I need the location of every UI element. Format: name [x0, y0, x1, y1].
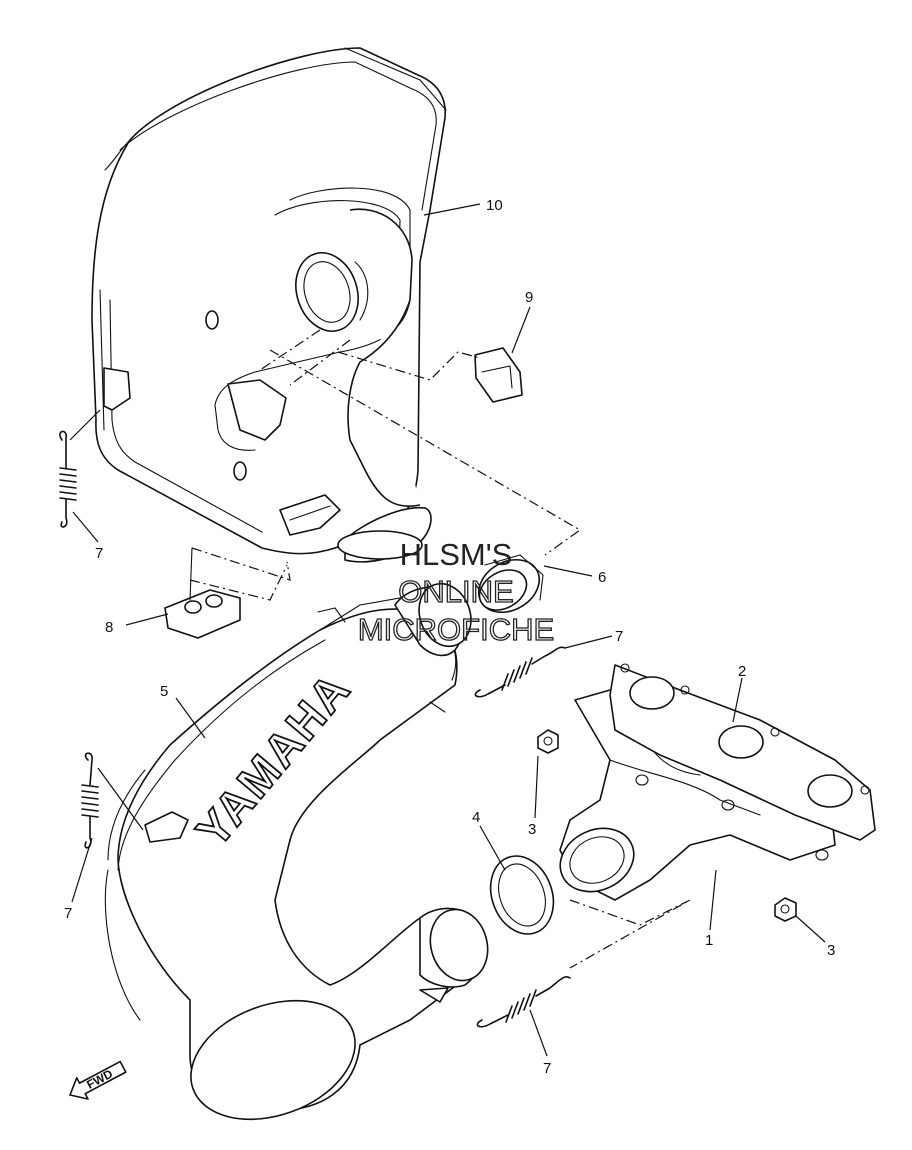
- spring-part-7-lower-left: [81, 752, 99, 849]
- spring-part-7-upper-left: [59, 430, 77, 528]
- assembly-lines: [189, 329, 691, 969]
- callout-labels: 10 9 7 6 8 7 5 2 3 4 7 1 3 7: [64, 197, 835, 1077]
- nut-part-3-b: [774, 897, 797, 922]
- callout-4: 4: [472, 809, 480, 826]
- silencer-box: [91, 47, 447, 563]
- spring-part-7-bottom: [476, 975, 571, 1028]
- callout-7: 7: [64, 905, 72, 922]
- callout-1: 1: [705, 932, 713, 949]
- callout-8: 8: [105, 619, 113, 636]
- callout-6: 6: [598, 569, 606, 586]
- leader-lines: [69, 203, 826, 1057]
- exhaust-manifold-part-1: [559, 689, 836, 901]
- fwd-arrow-icon: FWD: [69, 1060, 127, 1100]
- watermark-line-2: ONLINE: [398, 574, 513, 609]
- callout-9: 9: [525, 289, 533, 306]
- watermark-line-1: HLSM'S: [400, 537, 513, 572]
- gasket-part-2: [609, 663, 876, 841]
- callout-10: 10: [486, 197, 503, 214]
- exhaust-pipe-part-5: YAMAHA: [104, 582, 489, 1121]
- callout-7: 7: [95, 545, 103, 562]
- watermark: HLSM'S ONLINE MICROFICHE: [357, 537, 555, 648]
- watermark-line-3: MICROFICHE: [358, 612, 554, 647]
- callout-2: 2: [738, 663, 746, 680]
- nut-part-3: [537, 729, 559, 754]
- clip-part-8: [164, 547, 241, 639]
- clip-part-9: [474, 347, 523, 403]
- callout-3: 3: [528, 821, 536, 838]
- callout-7: 7: [543, 1060, 551, 1077]
- spring-part-7-mid: [474, 646, 566, 698]
- callout-7: 7: [615, 628, 623, 645]
- callout-5: 5: [160, 683, 168, 700]
- ring-part-4: [489, 855, 555, 935]
- ring-part-6: [478, 554, 544, 614]
- callout-3: 3: [827, 942, 835, 959]
